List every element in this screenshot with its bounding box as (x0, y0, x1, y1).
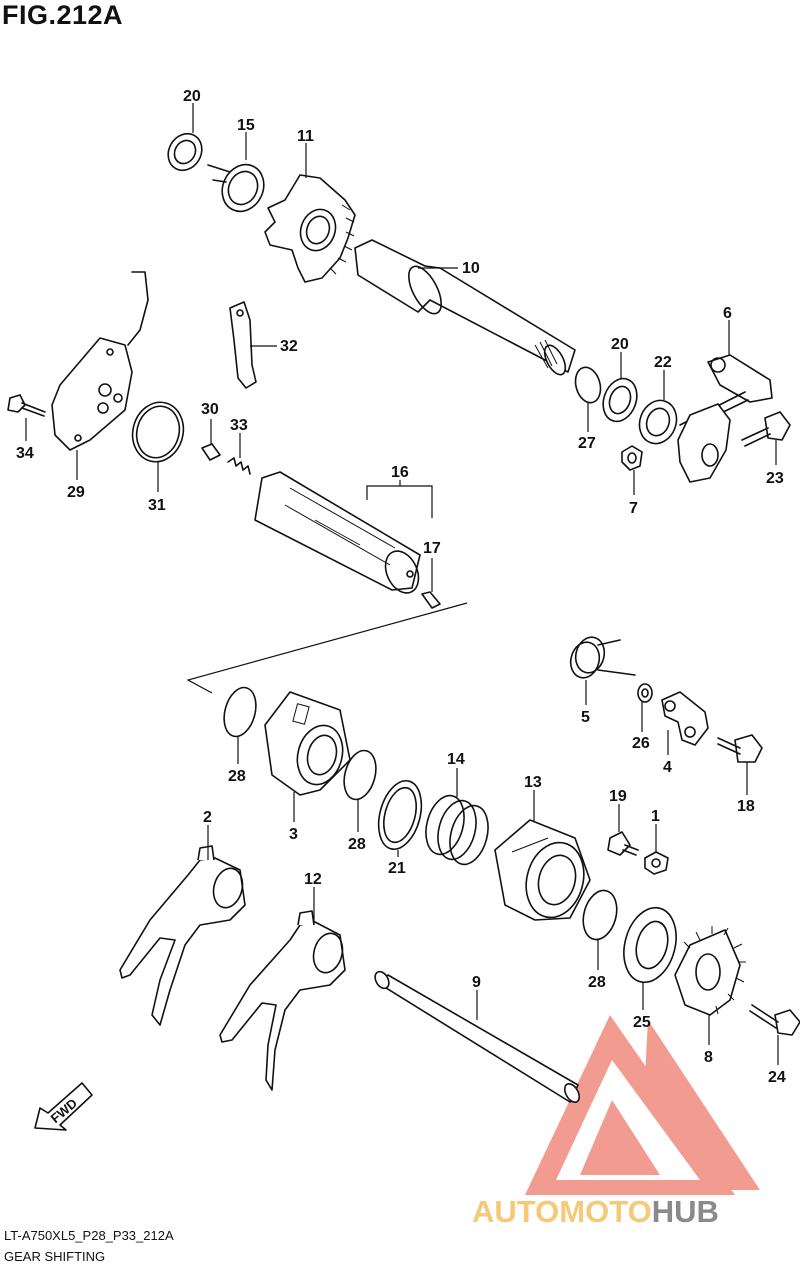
callout-3: 3 (289, 826, 298, 843)
callout-17: 17 (423, 540, 441, 557)
part-3-shift-sleeve (264, 691, 351, 796)
part-17-pin (421, 591, 441, 609)
watermark-brand-part2: HUB (652, 1194, 719, 1229)
part-7-nut (621, 445, 643, 471)
callout-28-c: 28 (588, 974, 606, 991)
part-15-return-spring (207, 163, 265, 213)
watermark-triangle-peak (645, 1020, 760, 1190)
callout-1: 1 (651, 808, 660, 825)
part-26-washer (637, 683, 653, 703)
part-22-bearing (638, 399, 678, 445)
leader-lines (25, 103, 779, 1065)
part-14-coil-spring (425, 794, 489, 866)
callout-numbers: 20 15 11 10 32 6 20 22 27 7 23 34 29 31 … (16, 88, 786, 1086)
callout-12: 12 (304, 871, 322, 888)
callout-20-top: 20 (183, 88, 201, 105)
callout-9: 9 (472, 974, 481, 991)
part-28-circlip-b (343, 749, 377, 801)
model-code: LT-A750XL5_P28_P33_212A (4, 1228, 174, 1243)
part-13-shift-hub (494, 819, 591, 921)
part-29-cover (51, 271, 149, 451)
part-34-bolt (7, 394, 46, 417)
callout-22: 22 (654, 354, 672, 371)
callout-6: 6 (723, 305, 732, 322)
part-12-shift-fork (219, 910, 346, 1091)
callout-32: 32 (280, 338, 298, 355)
callout-28-b: 28 (348, 836, 366, 853)
callout-10: 10 (462, 260, 480, 277)
callout-18: 18 (737, 798, 755, 815)
callout-23: 23 (766, 470, 784, 487)
part-19-bolt (607, 831, 639, 856)
callout-8: 8 (704, 1049, 713, 1066)
callout-15: 15 (237, 117, 255, 134)
part-4-stopper-arm (661, 691, 709, 746)
part-32-shift-stopper (229, 301, 257, 389)
callout-27: 27 (578, 435, 596, 452)
callout-14: 14 (447, 751, 465, 768)
part-33-spring (227, 457, 251, 475)
part-28-circlip-c (582, 889, 618, 941)
part-25-bearing (623, 906, 677, 984)
part-1-nut (644, 851, 669, 875)
section-divider-line (186, 602, 468, 694)
watermark-brand-text: AUTOMOTOHUB (472, 1194, 719, 1229)
part-6-shift-lever (677, 354, 773, 483)
part-23-bolt (741, 411, 791, 447)
callout-25: 25 (633, 1014, 651, 1031)
callout-30: 30 (201, 401, 219, 418)
part-21-washer (377, 779, 423, 851)
callout-20-right: 20 (611, 336, 629, 353)
callout-2: 2 (203, 809, 212, 826)
callout-7: 7 (629, 500, 638, 517)
callout-16: 16 (391, 464, 409, 481)
watermark-triangle-core (580, 1100, 660, 1175)
part-24-bolt (749, 1004, 800, 1036)
part-8-drive-gear (674, 926, 746, 1016)
part-2-shift-fork (119, 845, 246, 1026)
callout-13: 13 (524, 774, 542, 791)
part-18-bolt (717, 734, 763, 763)
callout-28-a: 28 (228, 768, 246, 785)
callout-5: 5 (581, 709, 590, 726)
part-10-gearshift-shaft (354, 239, 576, 376)
callout-11: 11 (297, 128, 314, 145)
part-5-spring (569, 636, 636, 679)
part-9-fork-shaft (374, 970, 581, 1103)
diagram-caption: GEAR SHIFTING (4, 1249, 106, 1264)
part-20-washer-right (602, 377, 638, 423)
fwd-direction-arrow: FWD (34, 1082, 93, 1131)
callout-24: 24 (768, 1069, 786, 1086)
callout-26: 26 (632, 735, 650, 752)
part-28-circlip-a (223, 686, 257, 738)
watermark-logo (525, 1015, 760, 1195)
part-27-circlip (574, 366, 602, 404)
callout-21: 21 (388, 860, 406, 877)
part-20-washer-top (167, 132, 203, 172)
callout-19: 19 (609, 788, 627, 805)
watermark-brand-part1: AUTOMOTO (472, 1194, 652, 1229)
part-31-o-ring (131, 401, 185, 463)
part-30-pin (201, 443, 221, 461)
figure-title: FIG.212A (2, 0, 124, 30)
part-11-shift-plate (264, 174, 356, 283)
callout-29: 29 (67, 484, 85, 501)
callout-34: 34 (16, 445, 34, 462)
callout-4: 4 (663, 759, 672, 776)
callout-31: 31 (148, 497, 166, 514)
part-16-shift-cam (254, 471, 421, 594)
callout-33: 33 (230, 417, 248, 434)
